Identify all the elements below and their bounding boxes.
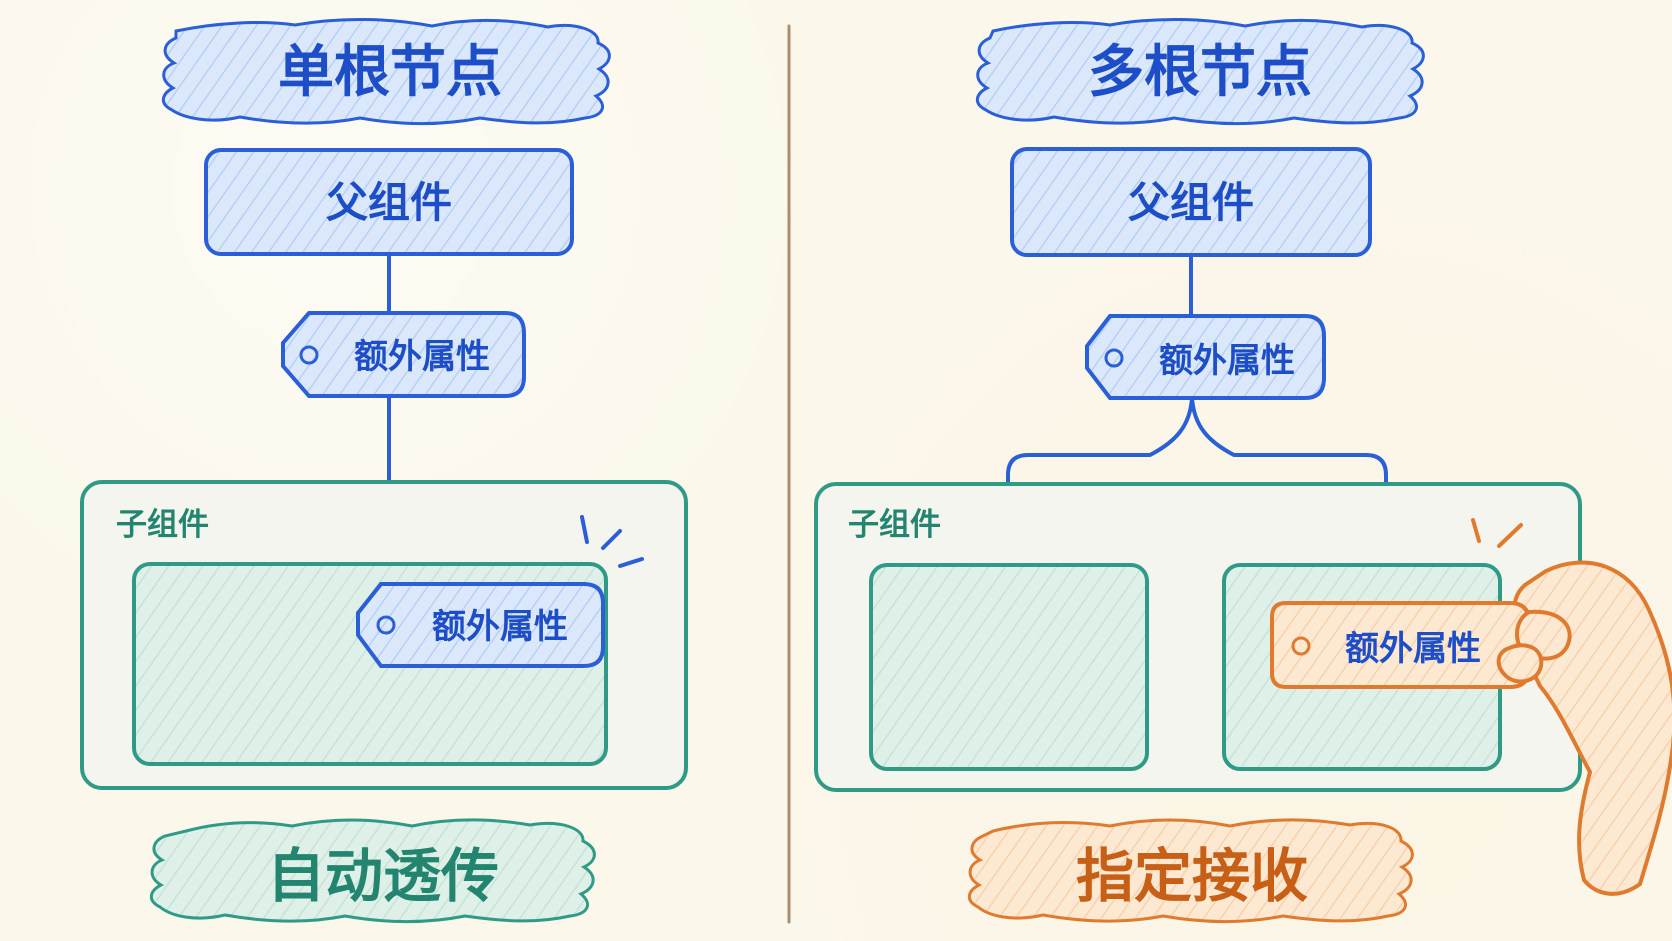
left-footer-banner bbox=[150, 818, 596, 924]
left-attribute-tag-label: 额外属性 bbox=[354, 337, 490, 377]
right-footer-banner bbox=[968, 818, 1414, 924]
right-inner-tag-hole-icon bbox=[1291, 636, 1311, 656]
left-title: 单根节点 bbox=[278, 40, 502, 105]
left-tag-hole-icon bbox=[299, 345, 319, 365]
right-panel: 多根节点 父组件 额外属性 子组件 额外属性 指定接 bbox=[814, 18, 1672, 924]
right-title-banner bbox=[976, 18, 1425, 126]
right-spark-icon-2 bbox=[1497, 523, 1523, 548]
left-spark-icon-2 bbox=[601, 529, 622, 550]
left-child-label: 子组件 bbox=[116, 507, 209, 543]
left-inner-attribute-tag-label: 额外属性 bbox=[432, 607, 568, 647]
hand-finger-icon bbox=[1496, 643, 1544, 684]
left-spark-icon-1 bbox=[580, 515, 589, 544]
right-title: 多根节点 bbox=[1088, 40, 1312, 105]
left-title-banner bbox=[162, 18, 611, 126]
right-branch-left bbox=[1006, 396, 1194, 537]
right-branch-right bbox=[1190, 396, 1388, 537]
left-inner-attribute-tag bbox=[356, 582, 605, 668]
left-inner-tag-hole-icon bbox=[376, 615, 396, 635]
left-footer: 自动透传 bbox=[267, 842, 499, 910]
right-child-root-box-1 bbox=[869, 563, 1149, 771]
right-spark-icon-1 bbox=[1471, 518, 1481, 543]
right-inner-attribute-tag-label: 额外属性 bbox=[1345, 629, 1481, 669]
left-parent-label: 父组件 bbox=[326, 178, 452, 227]
right-tag-hole-icon bbox=[1104, 348, 1124, 368]
left-attribute-tag bbox=[281, 311, 526, 398]
right-attribute-tag-label: 额外属性 bbox=[1159, 341, 1295, 381]
right-attribute-tag bbox=[1085, 314, 1326, 400]
right-footer: 指定接收 bbox=[1076, 842, 1308, 910]
right-child-label: 子组件 bbox=[848, 507, 941, 543]
left-panel: 单根节点 父组件 额外属性 子组件 额外属性 自动透传 bbox=[80, 18, 688, 924]
left-spark-icon-3 bbox=[618, 557, 644, 568]
right-parent-label: 父组件 bbox=[1128, 178, 1254, 227]
